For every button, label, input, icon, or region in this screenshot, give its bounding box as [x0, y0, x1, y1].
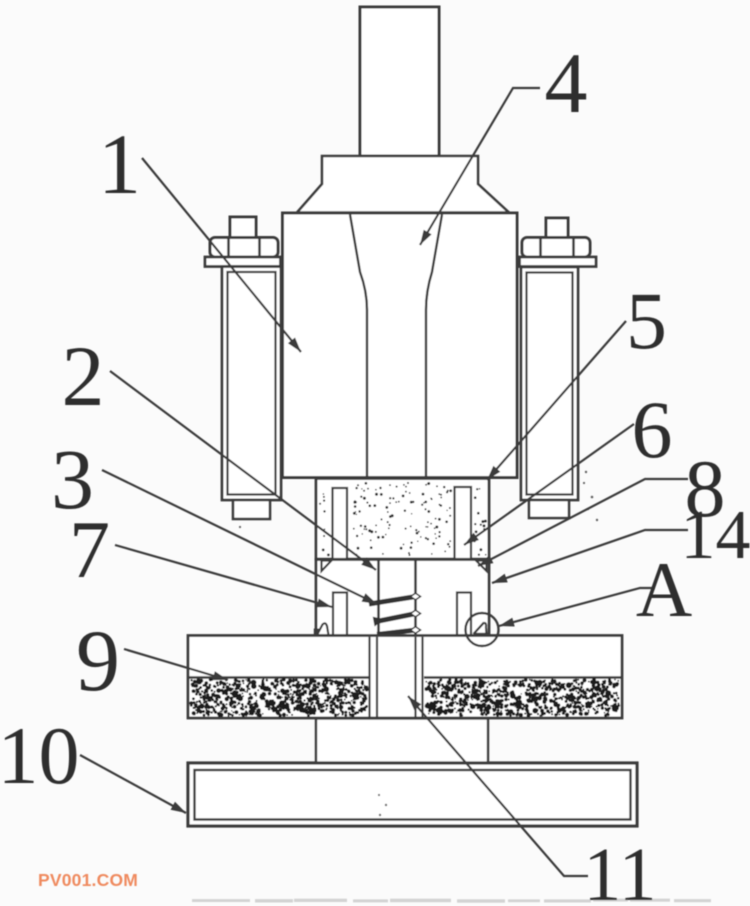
svg-text:10: 10 — [0, 710, 80, 801]
svg-text:3: 3 — [51, 431, 94, 527]
svg-text:9: 9 — [76, 613, 120, 710]
svg-text:PV001.COM: PV001.COM — [38, 870, 138, 890]
svg-text:2: 2 — [62, 328, 105, 424]
svg-text:14: 14 — [681, 497, 750, 574]
svg-text:7: 7 — [69, 504, 110, 595]
svg-text:6: 6 — [632, 384, 673, 475]
svg-text:A: A — [636, 546, 692, 633]
svg-text:11: 11 — [583, 833, 656, 906]
svg-text:4: 4 — [545, 35, 588, 131]
svg-text:8: 8 — [685, 443, 726, 534]
svg-text:1: 1 — [98, 116, 141, 212]
svg-text:5: 5 — [626, 275, 667, 366]
